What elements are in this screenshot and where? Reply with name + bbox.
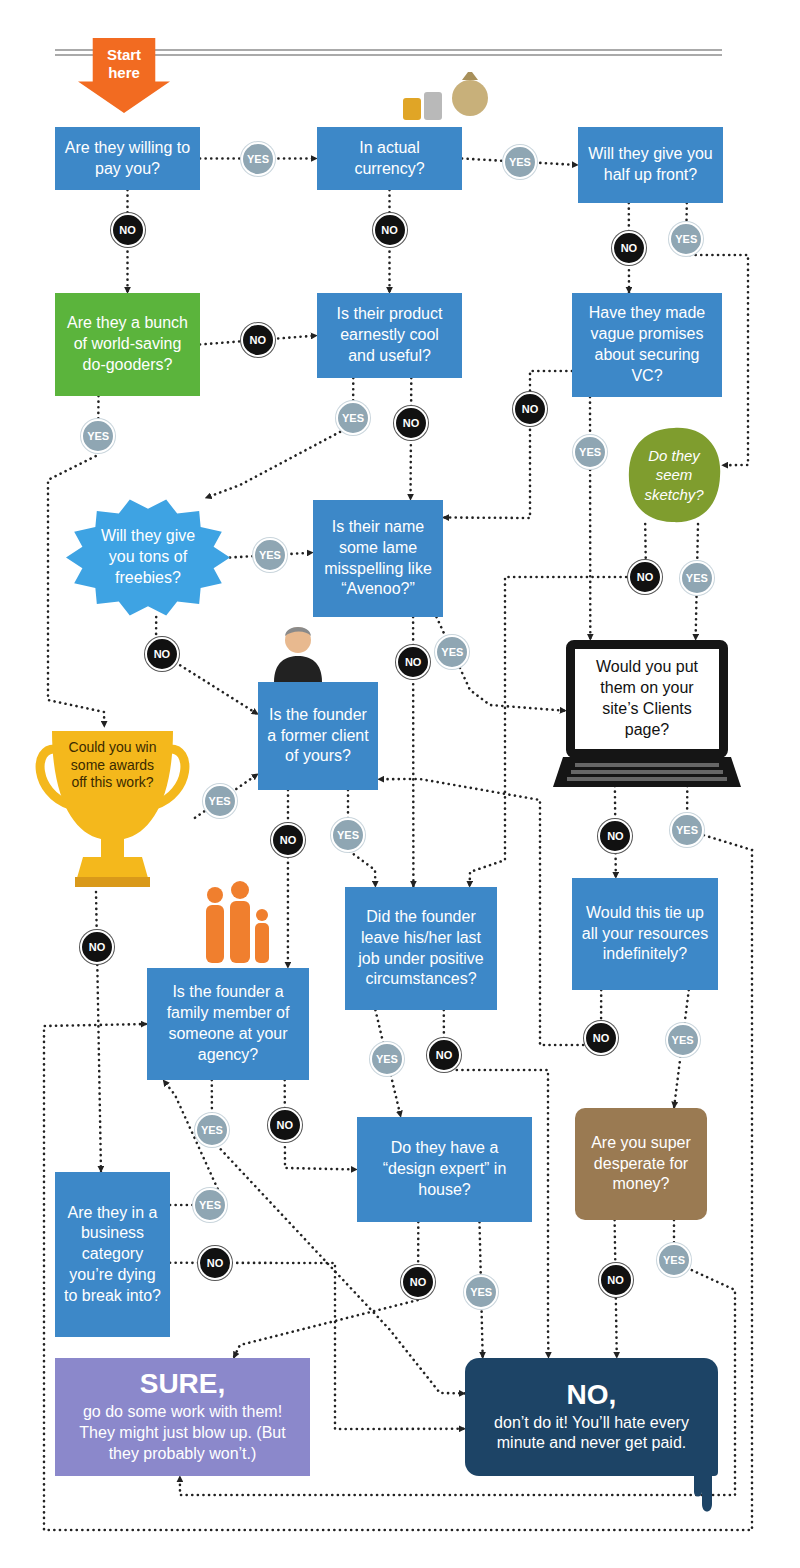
laptop-screen: Would you put them on your site’s Client… xyxy=(566,640,728,758)
question-box: Are they a bunch of world-saving do-good… xyxy=(55,293,200,396)
edge-label: YES xyxy=(370,1042,404,1076)
question-box: Are they willing to pay you? xyxy=(55,127,200,190)
trophy-box: Could you win some awards off this work? xyxy=(30,727,195,892)
edge-label: YES xyxy=(573,435,607,469)
edge-label: NO xyxy=(513,392,547,426)
question-box: In actual currency? xyxy=(317,127,462,190)
question-box: Would this tie up all your resources ind… xyxy=(572,878,718,990)
family-figures xyxy=(206,881,269,963)
node-text: Start here xyxy=(92,46,156,81)
edge-label: YES xyxy=(81,419,115,453)
edge-label: YES xyxy=(670,813,704,847)
blob-box: Do they seem sketchy? xyxy=(626,426,722,524)
edge-label: YES xyxy=(331,818,365,852)
edge-label: NO xyxy=(427,1038,461,1072)
coins xyxy=(403,92,442,120)
question-box: Are you super desperate for money? xyxy=(575,1108,707,1220)
node-text: Have they made vague promises about secu… xyxy=(580,303,714,386)
node-text: go do some work with them! They might ju… xyxy=(69,1402,296,1464)
node-text: Will they give you half up front? xyxy=(586,144,715,186)
edge-label: YES xyxy=(336,401,370,435)
node-text: Did the founder leave his/her last job u… xyxy=(353,907,489,990)
edge-label: YES xyxy=(195,1113,229,1147)
edge-label: NO xyxy=(241,323,275,357)
connector xyxy=(44,758,752,1530)
outcome-box: SURE,go do some work with them! They mig… xyxy=(55,1358,310,1476)
outcome-heading: NO, xyxy=(567,1380,617,1411)
node-text: Is the founder a former client of yours? xyxy=(266,705,370,767)
edge-label: YES xyxy=(669,222,703,256)
question-box: Will they give you half up front? xyxy=(578,127,723,203)
edge-label: NO xyxy=(145,637,179,671)
edge-label: NO xyxy=(198,1246,232,1280)
edge-label: YES xyxy=(666,1023,700,1057)
outcome-heading: SURE, xyxy=(140,1369,226,1400)
laptop-keyboard xyxy=(553,757,741,791)
edge-label: NO xyxy=(373,213,407,247)
node-text: Is their name some lame misspelling like… xyxy=(321,517,435,600)
edge-label: YES xyxy=(657,1243,691,1277)
node-text: Would this tie up all your resources ind… xyxy=(580,903,710,965)
connector xyxy=(234,1222,419,1358)
node-text: Are they willing to pay you? xyxy=(63,138,192,180)
connector xyxy=(287,790,290,968)
starburst-box: Will they give you tons of freebies? xyxy=(66,498,230,617)
edge-label: YES xyxy=(680,561,714,595)
node-text: Are they in a business category you’re d… xyxy=(63,1203,162,1307)
question-box: Have they made vague promises about secu… xyxy=(572,293,722,397)
founder-portrait xyxy=(274,627,322,682)
edge-label: YES xyxy=(193,1188,227,1222)
edge-label: YES xyxy=(464,1275,498,1309)
edge-label: NO xyxy=(111,213,145,247)
edge-label: NO xyxy=(80,930,114,964)
node-text: don’t do it! You’ll hate every minute an… xyxy=(479,1413,704,1455)
edge-label: YES xyxy=(503,145,537,179)
question-box: Is their product earnestly cool and usef… xyxy=(317,293,462,378)
start-arrow: Start here xyxy=(78,38,170,113)
connector xyxy=(589,397,592,640)
question-box: Is the founder a family member of someon… xyxy=(147,968,309,1080)
connector xyxy=(443,371,572,518)
node-text: Is the founder a family member of someon… xyxy=(155,982,301,1065)
outcome-box: NO,don’t do it! You’ll hate every minute… xyxy=(465,1358,718,1476)
question-box: Do they have a “design expert” in house? xyxy=(357,1117,532,1222)
edge-label: NO xyxy=(599,1263,633,1297)
edge-label: YES xyxy=(241,142,275,176)
edge-label: NO xyxy=(396,645,430,679)
question-box: Are they in a business category you’re d… xyxy=(55,1172,170,1337)
money-bag xyxy=(452,72,488,116)
edge-label: YES xyxy=(435,635,469,669)
edge-label: NO xyxy=(612,231,646,265)
question-box: Is the founder a former client of yours? xyxy=(258,682,378,790)
node-text: Are they a bunch of world-saving do-good… xyxy=(63,313,192,375)
node-text: Are you super desperate for money? xyxy=(583,1133,699,1195)
edge-label: NO xyxy=(584,1021,618,1055)
node-text: Is their product earnestly cool and usef… xyxy=(325,304,454,366)
edge-label: NO xyxy=(271,823,305,857)
question-box: Did the founder leave his/her last job u… xyxy=(345,887,497,1010)
node-text: Could you win some awards off this work? xyxy=(64,739,161,792)
edge-label: YES xyxy=(253,538,287,572)
edge-label: NO xyxy=(628,560,662,594)
edge-label: YES xyxy=(203,784,237,818)
node-text: Would you put them on your site’s Client… xyxy=(581,657,713,740)
node-text: Will they give you tons of freebies? xyxy=(94,526,202,588)
connector xyxy=(205,378,353,498)
edge-label: NO xyxy=(268,1108,302,1142)
edge-label: NO xyxy=(394,406,428,440)
connector xyxy=(195,774,258,818)
edge-label: NO xyxy=(401,1265,435,1299)
node-text: In actual currency? xyxy=(325,138,454,180)
drip xyxy=(668,1474,712,1516)
edge-label: NO xyxy=(598,819,632,853)
node-text: Do they have a “design expert” in house? xyxy=(365,1138,524,1200)
question-box: Is their name some lame misspelling like… xyxy=(313,500,443,617)
node-text: Do they seem sketchy? xyxy=(640,446,708,505)
